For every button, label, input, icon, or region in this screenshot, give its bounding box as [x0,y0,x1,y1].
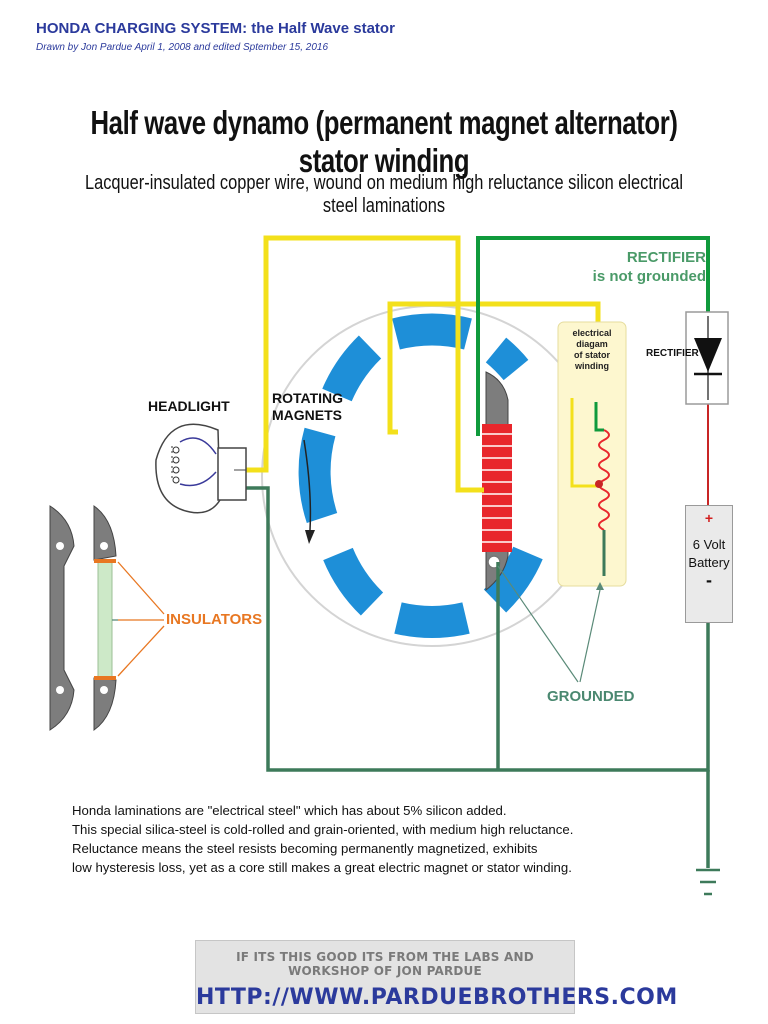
inset-line2: diagam [576,339,608,349]
insulator-strip [97,561,113,679]
footer-banner: IF ITS THIS GOOD ITS FROM THE LABS AND W… [195,940,678,1014]
notes-paragraph: Honda laminations are "electrical steel"… [72,801,592,877]
magnet-upper-right [485,337,529,381]
banner-url-link[interactable]: HTTP://WWW.PARDUEBROTHERS.COM [196,985,678,1010]
inset-winding-icon [570,398,610,576]
grounded-label: GROUNDED [547,688,635,705]
rotation-arrow [303,439,312,531]
battery-name: Battery [688,555,730,570]
magnet-lower-left [323,547,384,616]
ground-wires [246,486,710,868]
lamination-left [49,505,75,731]
battery: + 6 Volt Battery - [685,505,733,623]
diode-icon [694,338,722,372]
lamination-right [93,505,117,561]
magnet-bottom [394,602,470,638]
note-line: Reluctance means the steel resists becom… [72,841,538,856]
main-title: Half wave dynamo (permanent magnet alter… [90,104,678,179]
note-line: Honda laminations are "electrical steel"… [72,803,507,818]
rectifier-note: RECTIFIER is not grounded [560,248,706,286]
headlight-icon [155,423,247,514]
battery-plus: + [704,510,714,526]
main-subtitle: Lacquer-insulated copper wire, wound on … [84,172,684,217]
battery-minus: - [706,570,712,590]
note-line: This special silica-steel is cold-rolled… [72,822,574,837]
insulators-label: INSULATORS [166,611,263,628]
battery-label: 6 Volt Battery [686,536,732,572]
earth-ground-icon [696,868,720,896]
rotating-magnets-label: ROTATING MAGNETS [272,390,343,424]
battery-voltage: 6 Volt [692,537,726,552]
rectifier-wire [476,236,710,436]
insulator-pointers [117,561,165,677]
header-subtitle: Drawn by Jon Pardue April 1, 2008 and ed… [36,42,329,53]
stator-winding [482,424,512,552]
grounded-pointers [497,565,601,683]
rotating-magnets-line2: MAGNETS [272,407,342,423]
note-line: low hysteresis loss, yet as a core still… [72,860,572,875]
magnet-top [392,313,472,350]
inset-diagram-label: electrical diagam of stator winding [560,328,624,372]
header-title: HONDA CHARGING SYSTEM: the Half Wave sta… [36,20,395,37]
insulator-laminations [49,505,117,731]
rectifier-label: RECTIFIER [646,348,699,359]
rectifier-note-line2: is not grounded [592,268,706,285]
rotating-magnets [298,313,543,638]
rotating-magnets-line1: ROTATING [272,390,344,406]
rectifier-note-line1: RECTIFIER [626,249,706,266]
inset-line1: electrical [572,328,612,338]
inset-line4: winding [575,361,609,371]
magnet-upper-left [322,335,382,402]
magnet-left [298,427,338,524]
banner-tagline: IF ITS THIS GOOD ITS FROM THE LABS AND W… [236,950,534,978]
inset-diagram-box [557,321,627,587]
inset-line3: of stator [574,350,610,360]
headlight-label: HEADLIGHT [148,398,230,414]
